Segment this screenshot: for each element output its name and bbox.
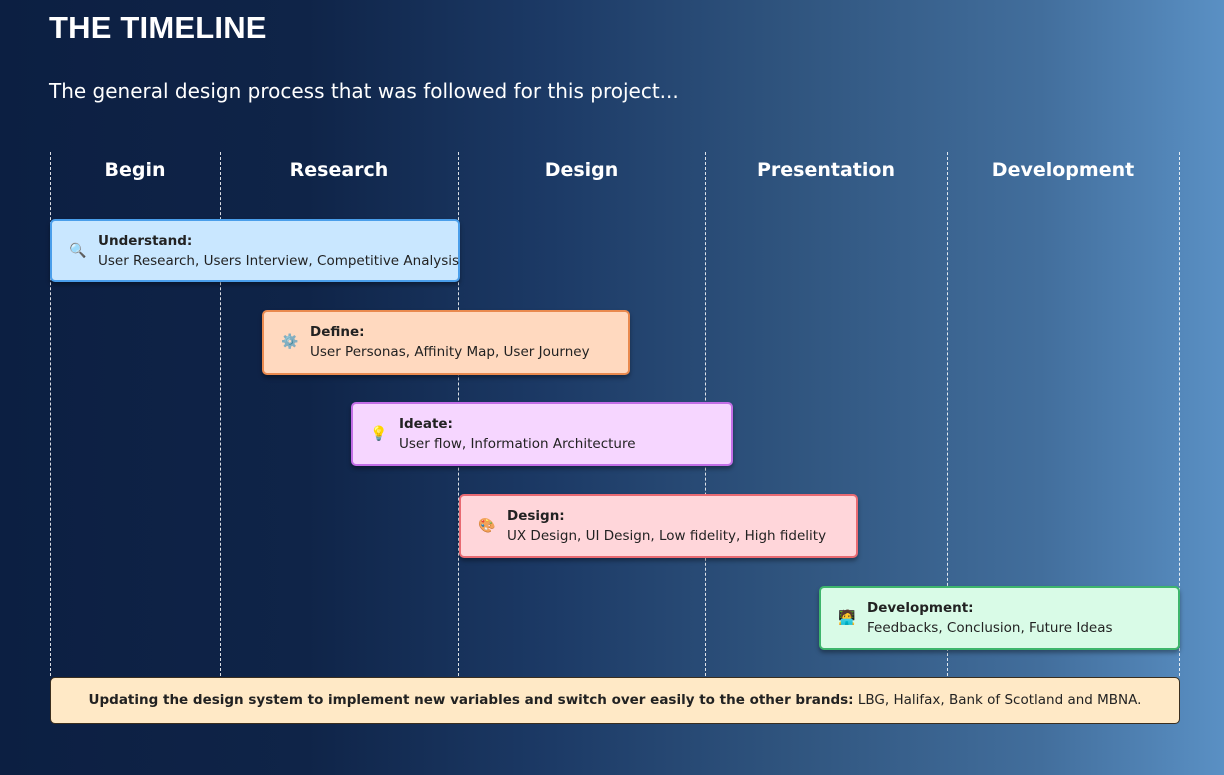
card-title: Development: [867, 600, 974, 616]
phase-design: Design [544, 159, 619, 181]
card-design: 🎨 Design: UX Design, UI Design, Low fide… [459, 494, 858, 558]
divider-line [50, 152, 51, 676]
card-title: Ideate: [399, 416, 453, 432]
card-development: 🧑‍💻 Development: Feedbacks, Conclusion, … [819, 586, 1180, 650]
card-title: Understand: [98, 233, 193, 249]
phase-begin: Begin [104, 159, 166, 181]
card-description: User Personas, Affinity Map, User Journe… [310, 344, 590, 360]
phase-research: Research [289, 159, 389, 181]
phase-presentation: Presentation [757, 159, 895, 181]
card-description: User flow, Information Architecture [399, 436, 636, 452]
page-subtitle: The general design process that was foll… [49, 79, 679, 103]
lightbulb-icon: 💡 [370, 426, 388, 442]
card-define: ⚙️ Define: User Personas, Affinity Map, … [262, 310, 630, 375]
card-title: Define: [310, 324, 365, 340]
palette-icon: 🎨 [478, 518, 496, 534]
magnifier-icon: 🔍 [69, 243, 87, 259]
card-ideate: 💡 Ideate: User flow, Information Archite… [351, 402, 733, 466]
divider-line [947, 152, 948, 676]
phase-development: Development [991, 159, 1135, 181]
card-description: User Research, Users Interview, Competit… [98, 253, 460, 269]
developer-icon: 🧑‍💻 [838, 610, 856, 626]
card-description: UX Design, UI Design, Low fidelity, High… [507, 528, 827, 544]
divider-line [1179, 152, 1180, 676]
card-title: Design: [507, 508, 565, 524]
banner-text: LBG, Halifax, Bank of Scotland and MBNA. [853, 692, 1142, 708]
card-understand: 🔍 Understand: User Research, Users Inter… [50, 219, 460, 282]
banner-bold-text: Updating the design system to implement … [88, 692, 854, 708]
design-system-banner: Updating the design system to implement … [50, 677, 1180, 724]
card-description: Feedbacks, Conclusion, Future Ideas [867, 620, 1113, 636]
divider-line [220, 152, 221, 676]
page-title: THE TIMELINE [49, 10, 267, 45]
gear-icon: ⚙️ [281, 334, 299, 350]
